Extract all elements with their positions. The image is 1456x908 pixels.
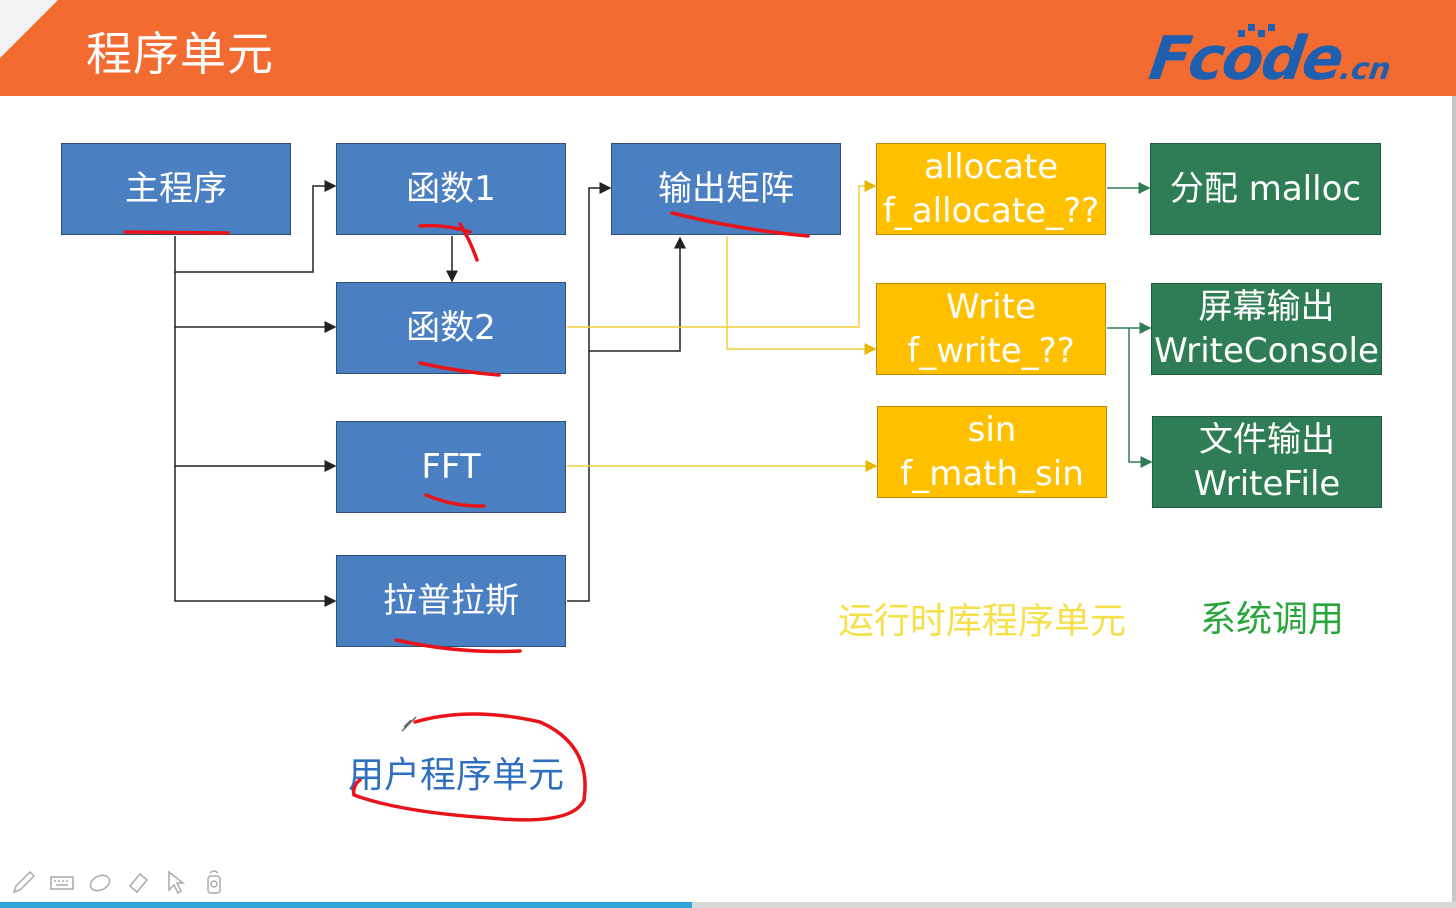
malloc-label: 分配 malloc <box>1169 169 1362 209</box>
slide-title: 程序单元 <box>86 27 274 81</box>
console-line1: 屏幕输出 <box>1198 287 1335 327</box>
main-program-label: 主程序 <box>125 169 227 209</box>
fft-box: FFT <box>336 421 566 513</box>
playback-track[interactable] <box>691 902 1456 908</box>
write-line1: Write <box>946 287 1036 327</box>
eraser-icon[interactable] <box>84 866 116 898</box>
func2-box: 函数2 <box>336 282 566 374</box>
file-box: 文件输出 WriteFile <box>1152 416 1382 508</box>
write-line2: f_write_?? <box>907 331 1075 371</box>
user-program-label: 用户程序单元 <box>348 755 565 796</box>
allocate-box: allocate f_allocate_?? <box>876 143 1106 235</box>
malloc-box: 分配 malloc <box>1150 143 1381 235</box>
playback-progress-bar[interactable] <box>0 902 692 908</box>
fft-label: FFT <box>421 447 481 487</box>
main-to-fft-connector <box>174 327 337 472</box>
user-program-connectors <box>174 180 686 607</box>
laplace-to-output-connector <box>567 182 612 602</box>
allocate-line1: allocate <box>923 147 1059 187</box>
pen-icon[interactable] <box>8 866 40 898</box>
pointer-icon[interactable] <box>160 866 192 898</box>
window-edge <box>1452 96 1456 902</box>
func1-label: 函数1 <box>406 169 496 209</box>
laplace-label: 拉普拉斯 <box>383 581 519 621</box>
presentation-toolbar <box>8 862 230 902</box>
main-program-box: 主程序 <box>61 143 291 235</box>
file-line2: WriteFile <box>1193 464 1341 504</box>
main-to-func2-connector <box>174 272 337 333</box>
main-to-laplace-connector <box>174 466 337 607</box>
func2-label: 函数2 <box>406 308 496 348</box>
logo-dots <box>1238 22 1278 38</box>
func1-box: 函数1 <box>336 143 566 235</box>
laplace-box: 拉普拉斯 <box>336 555 566 647</box>
system-call-label: 系统调用 <box>1200 599 1345 640</box>
console-line2: WriteConsole <box>1154 331 1379 371</box>
slide-header <box>0 0 1456 96</box>
sin-line2: f_math_sin <box>900 454 1084 494</box>
syscall-connectors <box>1107 182 1153 468</box>
output-matrix-label: 输出矩阵 <box>658 169 794 209</box>
write-to-file-connector <box>1128 328 1153 468</box>
runtime-library-label: 运行时库程序单元 <box>838 601 1127 642</box>
output-matrix-box: 输出矩阵 <box>611 143 841 235</box>
sin-line1: sin <box>967 410 1017 450</box>
file-line1: 文件输出 <box>1199 420 1335 460</box>
laser-icon[interactable] <box>198 866 230 898</box>
keyboard-icon[interactable] <box>46 866 78 898</box>
pen-cursor <box>401 716 417 732</box>
highlighter-icon[interactable] <box>122 866 154 898</box>
write-box: Write f_write_?? <box>876 283 1106 375</box>
fcode-logo: Fcode.cn <box>1145 20 1442 94</box>
header-corner-cut <box>0 0 58 58</box>
sin-box: sin f_math_sin <box>877 406 1107 498</box>
func2-to-output-connector <box>589 236 686 352</box>
output-to-write-connector <box>726 236 877 355</box>
console-box: 屏幕输出 WriteConsole <box>1151 283 1382 375</box>
allocate-line2: f_allocate_?? <box>882 191 1100 231</box>
logo-wordmark: Fcode.cn <box>1145 24 1393 94</box>
